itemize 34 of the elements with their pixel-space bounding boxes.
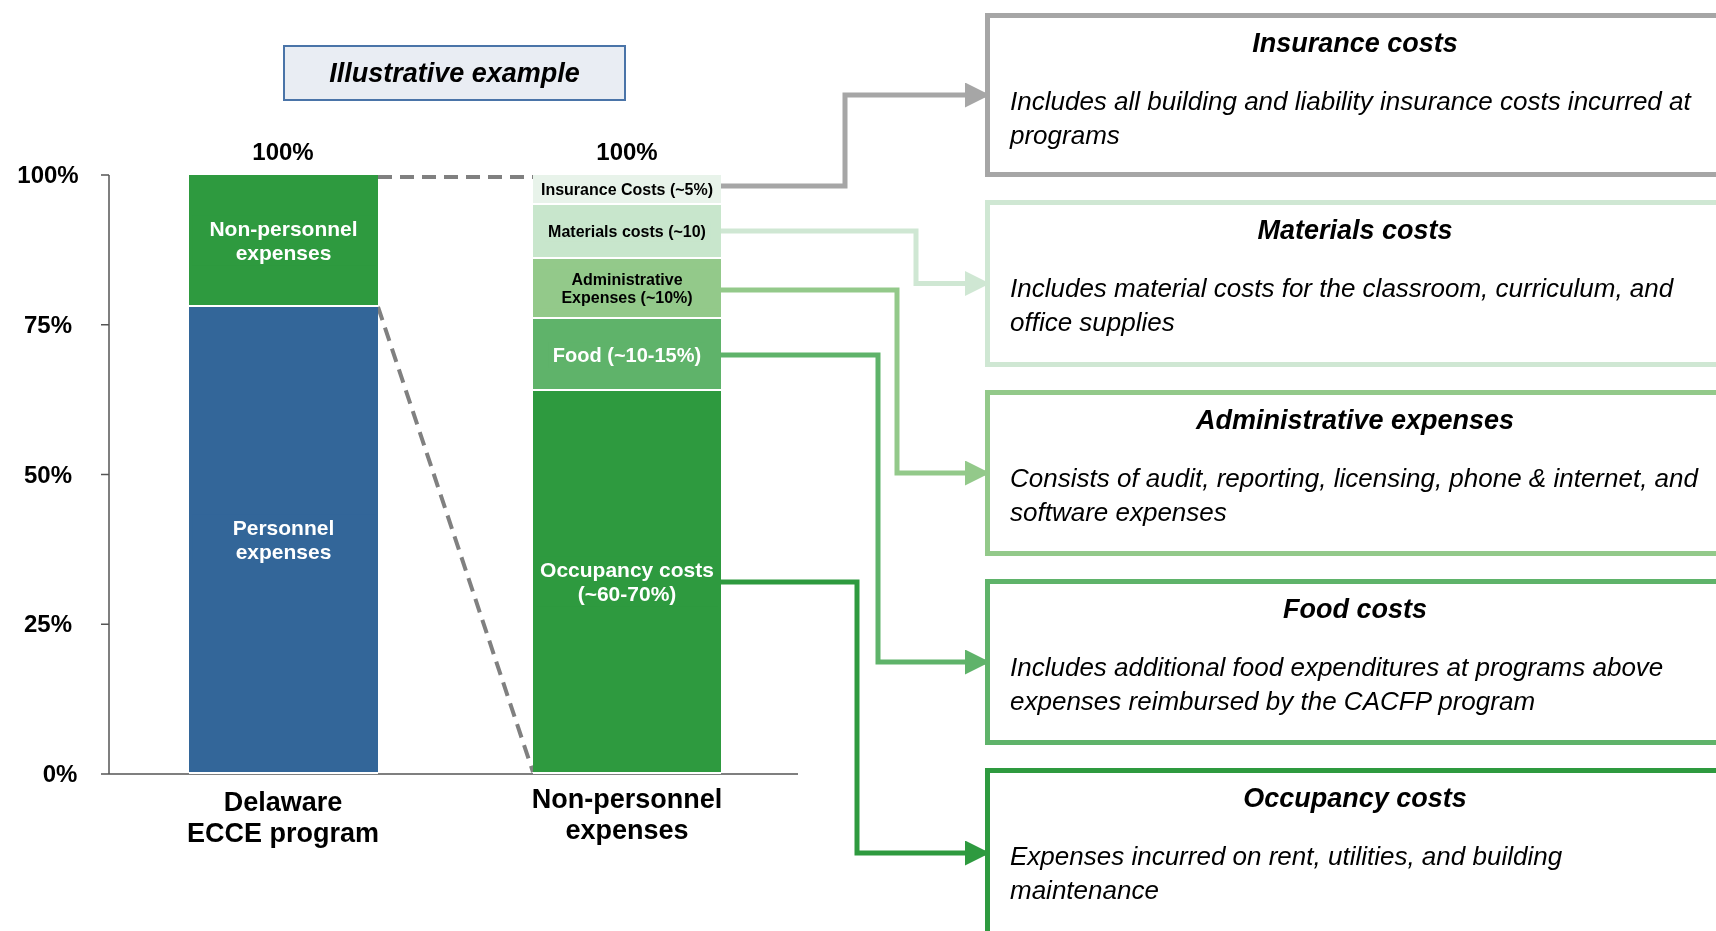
card-text: Includes material costs for the classroom, curriculum, and office supplies: [1010, 272, 1675, 339]
card-heading: Occupancy costs: [1242, 783, 1468, 814]
dashed-line: [378, 175, 533, 179]
card-heading: Insurance costs: [1251, 28, 1459, 59]
axis-tick-label: 25%: [24, 610, 72, 639]
bar-segment: [189, 306, 378, 774]
card-text: Consists of audit, reporting, licensing, phone & internet, and software expenses: [1010, 462, 1700, 529]
axis-tick-label: 50%: [24, 460, 72, 489]
bar-segment: [533, 258, 721, 319]
card-heading: Administrative expenses: [1194, 405, 1516, 436]
card-text: Includes all building and liability insurance costs incurred at programs: [1010, 85, 1693, 152]
bar-segment: [533, 204, 721, 259]
tag-box: [283, 45, 626, 101]
axis-tick-label: 100%: [17, 161, 79, 189]
description-card: [985, 13, 1716, 177]
card-heading: Food costs: [1282, 594, 1428, 625]
value-label: 100%: [596, 138, 658, 166]
description-card: [985, 768, 1716, 931]
description-card: [985, 200, 1716, 367]
card-text: Includes additional food expenditures at programs above expenses reimbursed by the CACFP program: [1010, 651, 1665, 718]
card-heading: Materials costs: [1256, 215, 1454, 246]
description-card: [985, 390, 1716, 556]
axis-tick-label: 0%: [42, 760, 78, 788]
bar-segment: [533, 390, 721, 774]
description-card: [985, 579, 1716, 745]
bar-segment: [189, 175, 378, 307]
card-text: Expenses incurred on rent, utilities, and building maintenance: [1010, 840, 1564, 907]
bar-segment: [533, 318, 721, 391]
tag-text: Illustrative example: [329, 57, 580, 89]
category-label: Delaware ECCE program: [185, 787, 380, 849]
dashed-line: [376, 306, 535, 773]
category-label: Non-personnel expenses: [530, 784, 724, 846]
axis-tick-label: 75%: [24, 310, 72, 339]
value-label: 100%: [252, 138, 314, 166]
